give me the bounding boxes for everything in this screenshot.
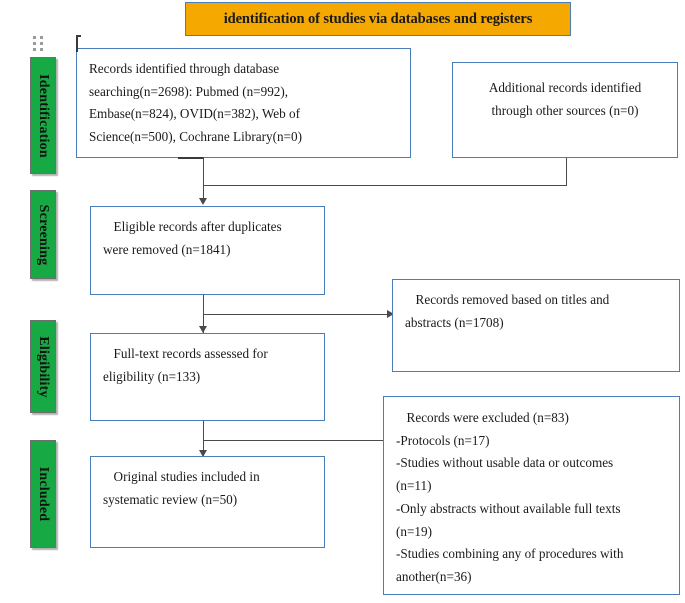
stage-bar-identification: Identification	[30, 57, 56, 174]
merge-stub-left	[178, 157, 204, 160]
box-eligible-records: Eligible records after duplicates were r…	[90, 206, 325, 295]
arrow-into-fulltext-records	[199, 326, 207, 333]
additional-records-line2: through other sources (n=0)	[491, 102, 639, 118]
connector-h-to-records-removed	[203, 314, 389, 316]
stage-bar-screening: Screening	[30, 190, 56, 279]
records-excluded-line4: (n=11)	[396, 478, 432, 494]
box-original-studies-included: Original studies included in systematic …	[90, 456, 325, 548]
box-fulltext-assessed: Full-text records assessed for eligibili…	[90, 333, 325, 421]
fulltext-assessed-line2: eligibility (n=133)	[103, 368, 201, 384]
records-excluded-line5: -Only abstracts without available full t…	[396, 500, 621, 516]
arrow-into-eligible-records	[199, 198, 207, 205]
records-identified-line3: Embase(n=824), OVID(n=382), Web of	[89, 106, 300, 122]
connector-v-merge-to-box3	[203, 185, 205, 200]
eligible-records-line2: were removed (n=1841)	[103, 241, 231, 257]
records-excluded-line3: -Studies without usable data or outcomes	[396, 455, 614, 471]
connector-h-to-records-excluded	[203, 440, 389, 442]
arrow-into-records-removed	[387, 310, 394, 318]
stage-label-included: Included	[36, 466, 51, 522]
stage-bar-included: Included	[30, 440, 56, 548]
records-excluded-line6: (n=19)	[396, 523, 433, 539]
banner-title: identification of studies via databases …	[223, 10, 533, 27]
records-removed-line1: Records removed based on titles and	[415, 292, 610, 307]
records-excluded-line1: Records were excluded (n=83)	[406, 410, 569, 425]
fulltext-assessed-line1: Full-text records assessed for	[113, 346, 268, 361]
records-identified-line1: Records identified through database	[89, 61, 280, 76]
records-excluded-line7: -Studies combining any of procedures wit…	[396, 546, 624, 562]
box-records-excluded: Records were excluded (n=83) -Protocols …	[383, 396, 680, 595]
connector-h-merge	[203, 185, 567, 187]
stage-bar-eligibility: Eligibility	[30, 320, 56, 413]
box1-caret-top	[76, 35, 81, 37]
box-records-removed: Records removed based on titles and abst…	[392, 279, 680, 372]
box-records-identified: Records identified through database sear…	[76, 48, 411, 158]
connector-v-box2-down	[566, 158, 568, 186]
box-additional-records: Additional records identified through ot…	[452, 62, 678, 158]
box1-caret-stub	[76, 36, 78, 52]
records-identified-line2: searching(n=2698): Pubmed (n=992),	[89, 83, 289, 99]
connector-v-box1-down	[203, 157, 205, 186]
records-excluded-line8: another(n=36)	[396, 568, 472, 584]
stage-label-identification: Identification	[36, 73, 51, 158]
diagram-banner: identification of studies via databases …	[185, 2, 571, 36]
stage-label-eligibility: Eligibility	[36, 335, 51, 398]
records-removed-line2: abstracts (n=1708)	[405, 314, 504, 330]
original-included-line1: Original studies included in	[113, 469, 260, 484]
stage-label-screening: Screening	[36, 204, 51, 265]
arrow-into-original-studies	[199, 450, 207, 457]
records-identified-line4: Science(n=500), Cochrane Library(n=0)	[89, 129, 302, 145]
records-excluded-line2: -Protocols (n=17)	[396, 432, 490, 448]
drag-handle-dots-icon[interactable]	[33, 36, 49, 53]
eligible-records-line1: Eligible records after duplicates	[113, 219, 282, 234]
connector-v-fulltext-to-included	[203, 421, 205, 457]
original-included-line2: systematic review (n=50)	[103, 491, 238, 507]
additional-records-line1: Additional records identified	[488, 80, 642, 95]
